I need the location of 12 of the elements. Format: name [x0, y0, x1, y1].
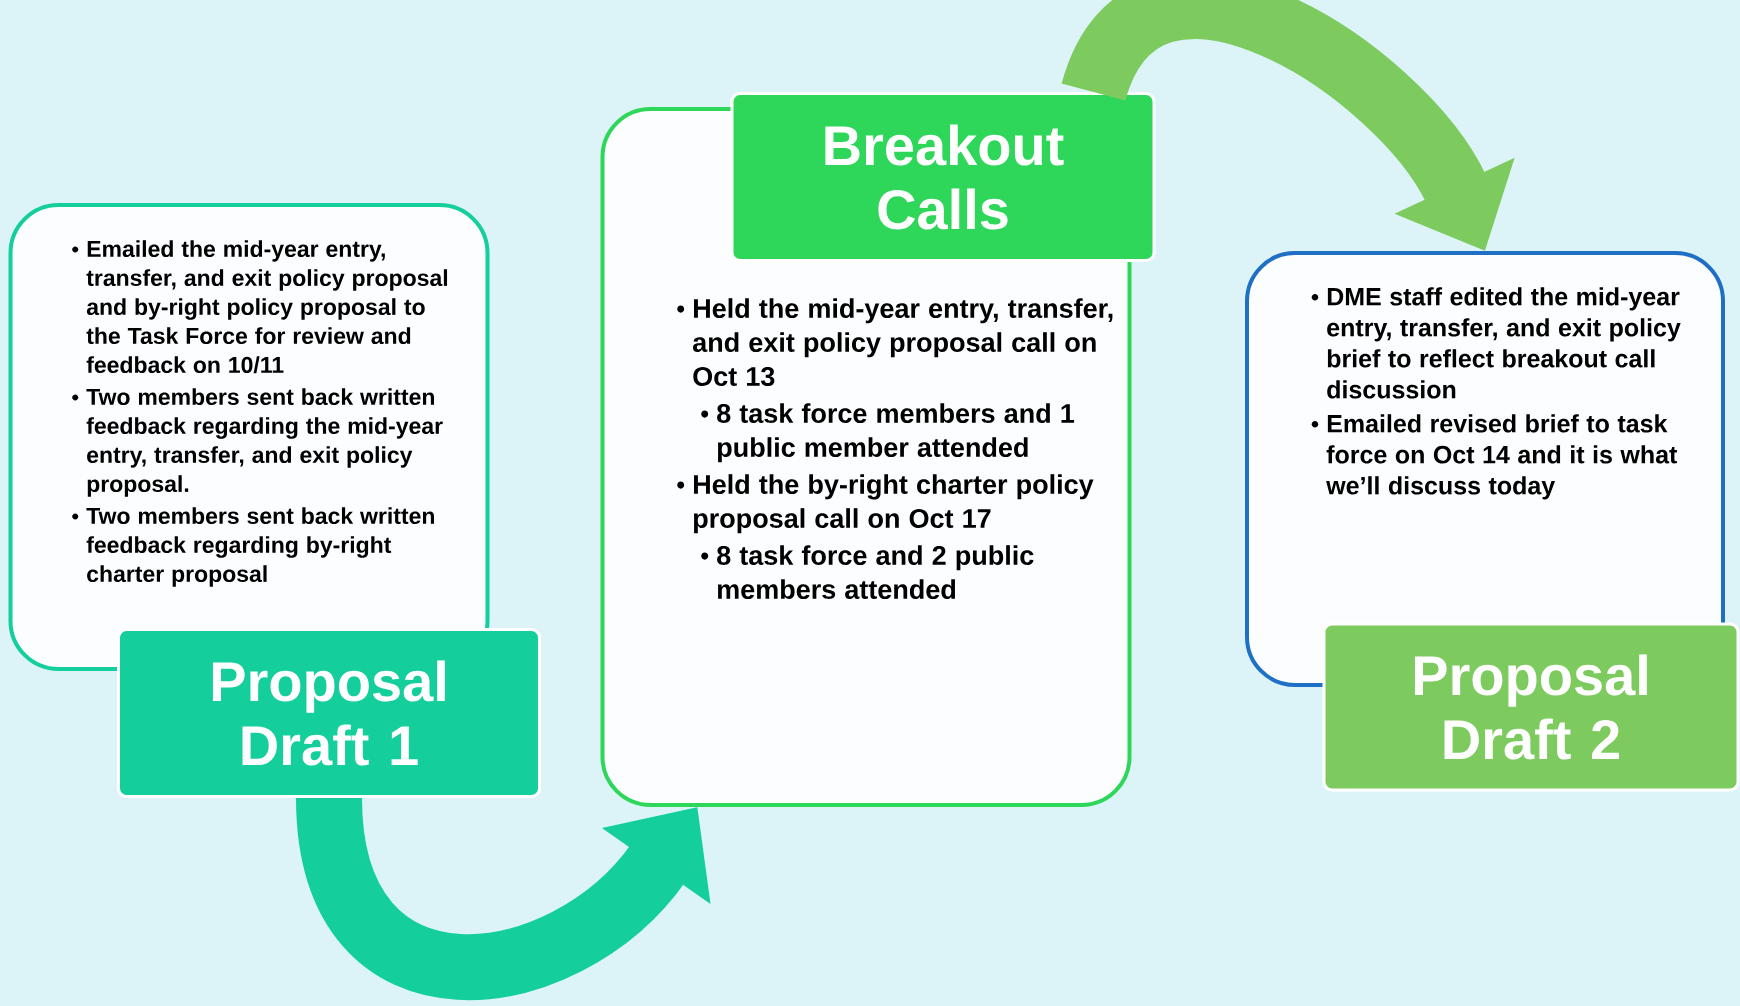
- bullet-item: 8 task force and 2 public members attended: [701, 545, 1034, 599]
- bullet-item: DME staff edited the mid-year entry, transfer, and exit policy brief to reflect breakout call discussion: [1311, 287, 1681, 399]
- bullet-item: 8 task force members and 1 public member attended: [701, 403, 1075, 463]
- heading-box: Proposal Draft 2: [1322, 622, 1740, 792]
- heading-box: Breakout Calls: [730, 92, 1156, 262]
- bullet-item: Emailed revised brief to task force on Oct 14 and it is what we’ll discuss today: [1311, 414, 1678, 500]
- bullet-item: Held the by-right charter policy proposal call on Oct 17: [677, 474, 1094, 534]
- bullet-item: Two members sent back written feedback regarding the mid-year entry, transfer, and exit policy proposal.: [72, 388, 443, 497]
- heading-box: Proposal Draft 1: [117, 628, 541, 798]
- bullet-item: Held the mid-year entry, transfer, and exit policy proposal call on Oct 13: [677, 298, 1113, 387]
- bullet-item: Emailed the mid-year entry, transfer, and exit policy proposal and by-right policy proposal to the Task Force for review and feedback on 10/11: [72, 240, 448, 374]
- bullet-item: Two members sent back written feedback regarding by-right charter proposal: [72, 507, 434, 587]
